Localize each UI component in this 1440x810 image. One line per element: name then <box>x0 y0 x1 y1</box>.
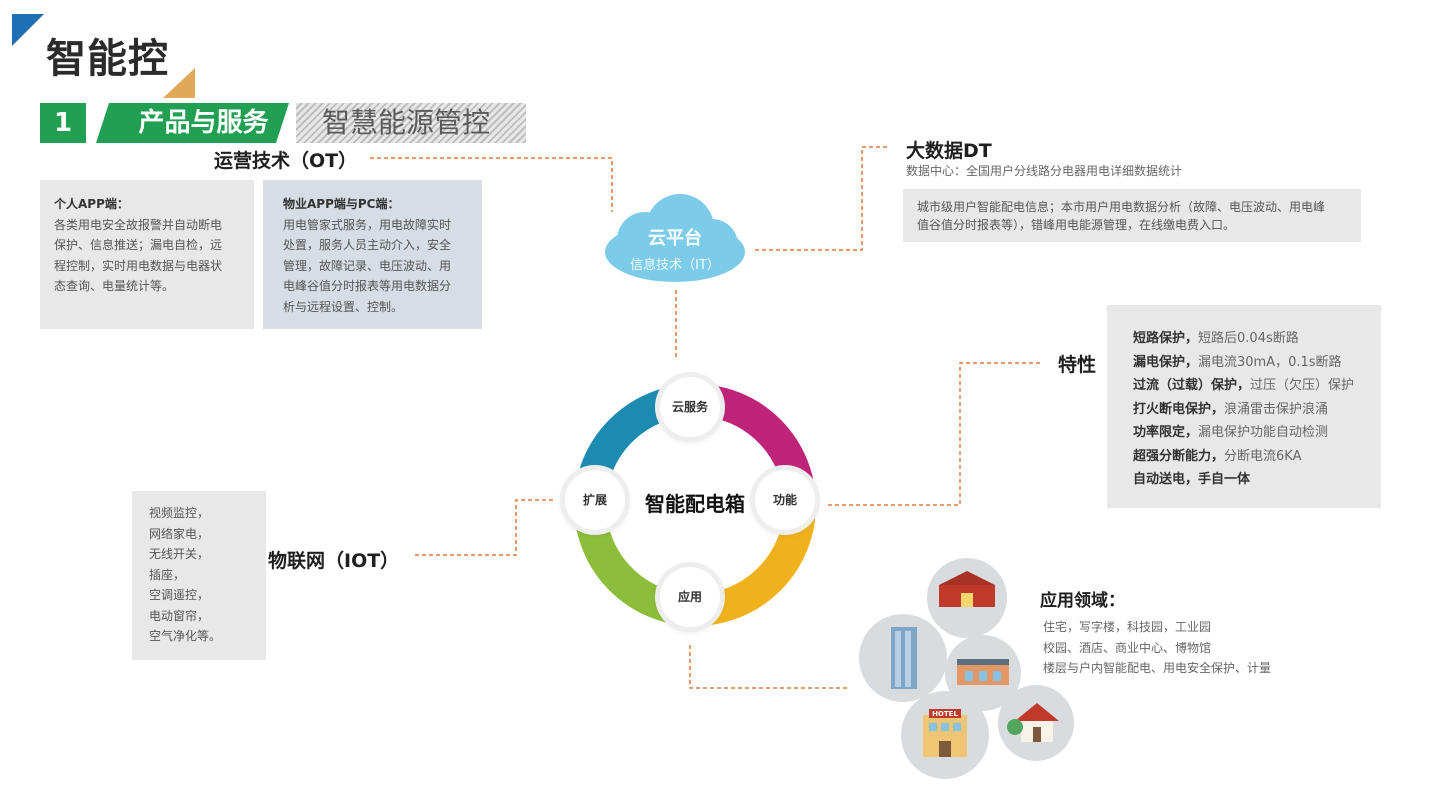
ot-card-property-line: 处置，服务人员主动介入，安全 <box>283 235 462 256</box>
feature-item: 过流（过载）保护，过压（欠压）保护 <box>1133 374 1381 398</box>
features-card: 短路保护，短路后0.04s断路 漏电保护，漏电流30mA，0.1s断路 过流（过… <box>1107 305 1381 508</box>
ot-card-property: 物业APP端与PC端： 用电管家式服务，用电故障实时 处置，服务人员主动介入，安… <box>263 180 482 329</box>
ring-node-function: 功能 <box>755 470 815 530</box>
ot-heading: 运营技术（OT） <box>214 146 357 173</box>
feature-item: 功率限定，漏电保护功能自动检测 <box>1133 421 1381 445</box>
ot-card-personal-line: 保护、信息推送；漏电自检，远 <box>54 235 240 256</box>
hotel-icon: HOTEL <box>923 709 967 757</box>
features-heading: 特性 <box>1058 350 1096 377</box>
ot-card-property-line: 析与远程设置、控制。 <box>283 297 462 318</box>
section-subtitle: 智慧能源管控 <box>296 103 526 143</box>
ot-card-property-line: 电峰谷值分时报表等用电数据分 <box>283 276 462 297</box>
ot-card-property-line: 管理，故障记录、电压波动、用 <box>283 256 462 277</box>
connector-iot-ring <box>415 500 555 555</box>
ot-card-property-title: 物业APP端与PC端： <box>283 197 399 211</box>
cloud-title: 云平台 <box>600 224 750 250</box>
ot-card-personal-line: 态查询、电量统计等。 <box>54 276 240 297</box>
bigdata-heading: 大数据DT <box>906 136 992 163</box>
ring-center-label: 智能配电箱 <box>645 488 745 517</box>
connector-cloud-dt <box>755 147 890 250</box>
connector-ring-apps <box>690 645 848 688</box>
ot-card-personal-line: 程控制，实时用电数据与电器状 <box>54 256 240 277</box>
ot-card-personal: 个人APP端： 各类用电安全故报警并自动断电 保护、信息推送；漏电自检，远 程控… <box>40 180 254 329</box>
iot-item: 插座， <box>149 565 266 586</box>
bigdata-subtitle: 数据中心：全国用户分线路分电器用电详细数据统计 <box>906 162 1182 179</box>
hotel-sign: HOTEL <box>932 710 958 718</box>
bigdata-card-line: 值谷值分时报表等），错峰用电能源管理，在线缴电费入口。 <box>917 216 1347 234</box>
apps-list: 住宅，写字楼，科技园，工业园 校园、酒店、商业中心、博物馆 楼层与户内智能配电、… <box>1043 617 1271 679</box>
corner-triangle-blue <box>12 14 44 46</box>
mall-icon <box>957 659 1009 685</box>
apps-heading: 应用领域： <box>1040 586 1125 611</box>
section-label: 产品与服务 <box>96 103 289 143</box>
iot-item: 电动窗帘， <box>149 606 266 627</box>
apps-line: 校园、酒店、商业中心、博物馆 <box>1043 638 1271 659</box>
bigdata-card: 城市级用户智能配电信息；本市用户用电数据分析（故障、电压波动、用电峰 值谷值分时… <box>903 189 1361 242</box>
ot-card-personal-title: 个人APP端： <box>54 197 129 211</box>
iot-item: 网络家电， <box>149 524 266 545</box>
feature-item: 打火断电保护，浪涌雷击保护浪涌 <box>1133 398 1381 422</box>
cloud-subtitle: 信息技术（IT） <box>600 254 750 273</box>
iot-card: 视频监控， 网络家电， 无线开关， 插座， 空调遥控， 电动窗帘， 空气净化等。 <box>132 491 266 660</box>
iot-item: 无线开关， <box>149 544 266 565</box>
office-tower-icon <box>891 627 917 689</box>
iot-heading: 物联网（IOT） <box>268 546 399 573</box>
page-title: 智能控 <box>46 26 169 84</box>
section-label-text: 产品与服务 <box>120 103 268 143</box>
feature-item: 短路保护，短路后0.04s断路 <box>1133 327 1381 351</box>
feature-item: 自动送电，手自一体 <box>1133 468 1381 492</box>
ot-card-personal-line: 各类用电安全故报警并自动断电 <box>54 215 240 236</box>
section-number: 1 <box>40 103 86 143</box>
ring-node-extend: 扩展 <box>565 470 625 530</box>
iot-item: 空气净化等。 <box>149 626 266 647</box>
feature-item: 超强分断能力，分断电流6KA <box>1133 445 1381 469</box>
ring-node-application: 应用 <box>660 567 720 627</box>
iot-item: 空调遥控， <box>149 585 266 606</box>
ot-card-property-line: 用电管家式服务，用电故障实时 <box>283 215 462 236</box>
bigdata-card-line: 城市级用户智能配电信息；本市用户用电数据分析（故障、电压波动、用电峰 <box>917 198 1347 216</box>
feature-item: 漏电保护，漏电流30mA，0.1s断路 <box>1133 351 1381 375</box>
iot-item: 视频监控， <box>149 503 266 524</box>
apps-line: 住宅，写字楼，科技园，工业园 <box>1043 617 1271 638</box>
ring-node-cloud-service: 云服务 <box>660 377 720 437</box>
connector-ring-features <box>828 363 1040 505</box>
apps-line: 楼层与户内智能配电、用电安全保护、计量 <box>1043 658 1271 679</box>
